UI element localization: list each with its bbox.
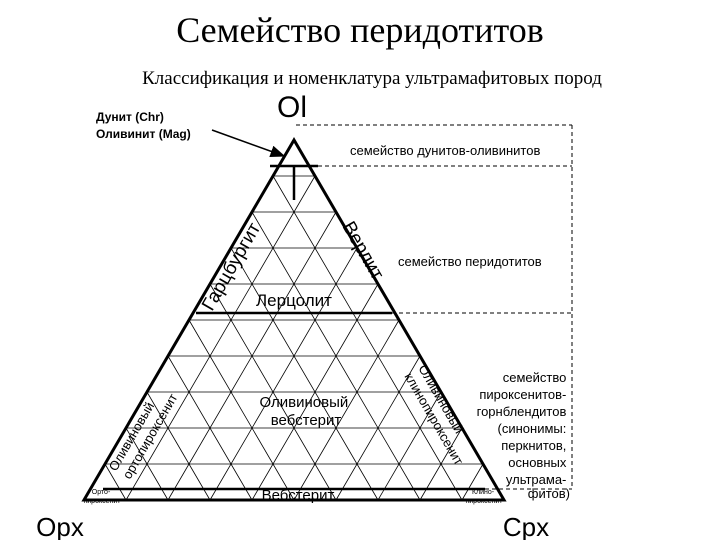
grid-line bbox=[209, 247, 358, 501]
ol-clinopyroxenite-label: Оливиновый клинопироксенит bbox=[402, 362, 481, 467]
wehrlite-label: Верлит bbox=[338, 218, 388, 284]
page-title: Семейство перидотитов bbox=[176, 10, 544, 50]
orthopyroxenite-corner-label: Орто- пироксенит bbox=[83, 489, 121, 505]
grid-line bbox=[461, 463, 484, 501]
vertex-opx-label: Opx bbox=[36, 512, 84, 540]
websterite-label: Вебстерит bbox=[262, 487, 335, 504]
grid-line bbox=[167, 211, 337, 501]
callout-arrow bbox=[211, 129, 286, 158]
grid-line bbox=[125, 175, 316, 501]
page-subtitle: Классификация и номенклатура ультрамафит… bbox=[142, 68, 602, 89]
grid-line bbox=[146, 391, 211, 501]
lherzolite-label: Лерцолит bbox=[256, 291, 332, 310]
grid-line bbox=[251, 211, 421, 501]
clinopyroxenite-corner-label: Клино- пироксенит bbox=[465, 489, 503, 505]
main-triangle bbox=[81, 137, 507, 502]
ol-websterite-label: Оливиновый вебстерит bbox=[260, 394, 353, 429]
grid-line bbox=[272, 175, 463, 501]
grid-line bbox=[230, 247, 379, 501]
family-guides bbox=[296, 124, 573, 490]
family-pyroxenite-label: семейство пироксенитов- горнблендитов (с… bbox=[477, 370, 570, 501]
triangle-grid bbox=[104, 175, 484, 501]
dunite-callout: Дунит (Chr) Оливинит (Mag) bbox=[96, 110, 191, 141]
grid-line bbox=[293, 319, 400, 501]
vertex-ol-label: Ol bbox=[277, 91, 307, 124]
family-dunite-label: семейство дунитов-оливинитов bbox=[350, 143, 540, 158]
grid-line bbox=[377, 391, 442, 501]
grid-line bbox=[188, 319, 295, 501]
vertex-cpx-label: Cpx bbox=[503, 512, 549, 540]
grid-line bbox=[104, 463, 127, 501]
family-peridotite-label: семейство перидотитов bbox=[398, 254, 542, 269]
